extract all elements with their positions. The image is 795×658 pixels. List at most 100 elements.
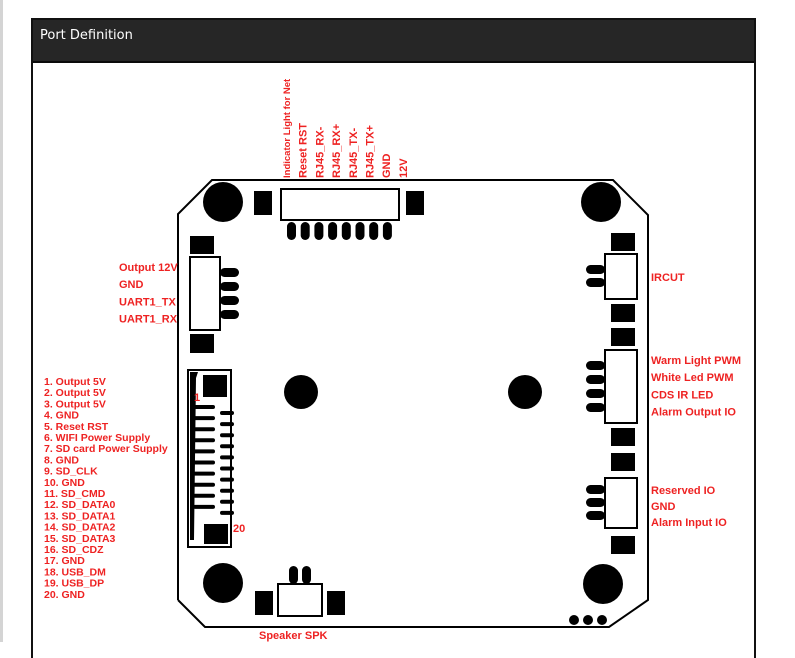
fpc-connector-label: 2. Output 5V [44,387,106,399]
fpc-pin-20-label: 20 [233,523,245,535]
ircut-pad-top [611,233,635,251]
led-connector-label: CDS IR LED [651,389,713,401]
alarm-connector [586,453,638,554]
top-connector-pin [369,222,379,240]
fpc-connector-label: 18. USB_DM [44,566,106,578]
fpc-connector-label: 10. GND [44,477,85,489]
fpc-pin-right [220,488,234,493]
alarm-connector-label: Reserved IO [651,485,716,497]
connector-pin [586,265,605,274]
ircut-pad-bottom [611,304,635,322]
left-connector-label: UART1_TX [119,296,177,308]
fpc-pin-left [193,416,215,421]
fpc-connector-label: 14. SD_DATA2 [44,522,116,534]
top-connector-label: RJ45_TX- [348,128,360,178]
top-connector-pin [328,222,338,240]
fpc-connector-labels: 1. Output 5V2. Output 5V3. Output 5V4. G… [44,376,168,601]
speaker-body [277,583,323,617]
connector-pin [586,375,605,384]
led-connector-label: Alarm Output IO [651,407,736,419]
board-outline [177,179,649,628]
fpc-connector-label: 12. SD_DATA0 [44,499,116,511]
fpc-connector-label: 9. SD_CLK [44,466,98,478]
page-title: Port Definition [40,28,133,43]
left-connector [189,236,239,353]
fpc-pin-1-label: 1 [194,392,200,404]
fpc-connector-label: 15. SD_DATA3 [44,533,116,545]
fpc-connector-label: 6. WIFI Power Supply [44,432,150,444]
speaker-pin [302,566,311,584]
fpc-connector-label: 13. SD_DATA1 [44,510,116,522]
top-connector-label: RJ45_RX- [314,126,326,178]
fpc-connector-label: 16. SD_CDZ [44,544,104,556]
ircut-labels: IRCUT [651,272,685,284]
top-connector-pin [300,222,310,240]
fpc-connector-label: 19. USB_DP [44,578,104,590]
top-connector-pin [355,222,365,240]
left-connector-pin [220,282,239,291]
fpc-connector-rail [190,372,198,540]
fpc-pin-left [193,471,215,476]
led-pad-top [611,328,635,346]
fpc-pin-right [220,433,234,438]
fpc-pin-right [220,422,234,427]
speaker-pad-right [327,591,345,615]
top-connector-pad-left [254,191,272,215]
test-point [569,615,579,625]
speaker-label: Speaker SPK [259,630,328,642]
connector-pin [586,498,605,507]
fpc-pin-right [220,477,234,482]
connector-pin [586,361,605,370]
fpc-connector-label: 1. Output 5V [44,376,106,388]
left-connector-pin [220,296,239,305]
fpc-pin-left [193,504,215,509]
ircut-body [604,253,638,300]
fpc-pin-left [193,438,215,443]
speaker-pin [289,566,298,584]
led-pad-bottom [611,428,635,446]
port-definition-table: Port Definition [31,18,756,658]
top-connector-label: Indicator Light for Net [282,78,293,178]
fpc-pin-right [220,444,234,449]
top-connector-pin [382,222,392,240]
fpc-connector-label: 5. Reset RST [44,421,109,433]
fpc-connector: 1 20 [187,369,245,548]
left-connector-label: UART1_RX [119,314,178,326]
mounting-hole-top-left [203,182,243,222]
fpc-pin-right [220,466,234,471]
top-connector-body [280,188,400,221]
top-connector-pad-right [406,191,424,215]
connector-pin [586,278,605,287]
alarm-body [604,477,638,529]
fpc-connector-label: 11. SD_CMD [44,488,106,500]
alarm-pad-bottom [611,536,635,554]
mounting-hole-bottom-right [583,564,623,604]
test-point [583,615,593,625]
top-connector-label: 12V [398,158,410,178]
top-connector-pin [314,222,324,240]
fpc-pin-right [220,499,234,504]
fpc-connector-label: 20. GND [44,589,85,601]
mounting-hole-top-right [581,182,621,222]
connector-pin [586,403,605,412]
speaker-connector [255,566,345,617]
top-connector [254,188,424,240]
ircut-label: IRCUT [651,272,685,284]
fpc-pin-right [220,510,234,515]
connector-pin [586,485,605,494]
led-connector [586,328,638,446]
fpc-connector-label: 3. Output 5V [44,398,106,410]
top-connector-pin [287,222,296,240]
fpc-pin-left [193,493,215,498]
connector-pin [586,389,605,398]
fpc-connector-pad-bottom [204,524,228,544]
led-body [604,349,638,424]
left-connector-label: GND [119,279,144,291]
fpc-pin-left [193,449,215,454]
speaker-pad-left [255,591,273,615]
test-point [597,615,607,625]
alarm-connector-label: Alarm Input IO [651,517,727,529]
fpc-connector-label: 17. GND [44,555,85,567]
